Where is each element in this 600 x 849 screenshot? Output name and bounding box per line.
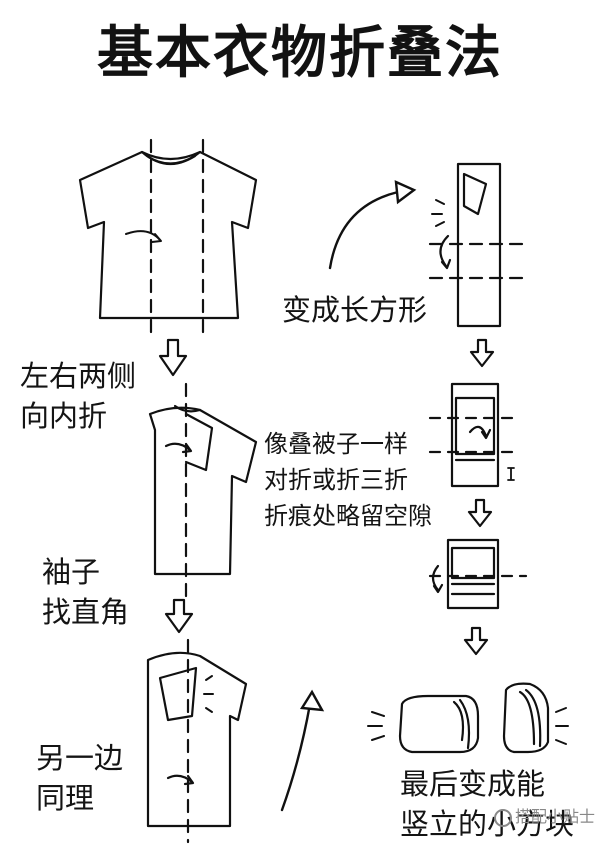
step-3-line-1: 另一边 bbox=[36, 741, 124, 775]
step-6-line-1: 最后变成能 bbox=[400, 767, 546, 801]
down-arrow-icon bbox=[164, 598, 194, 634]
folded-shirt-illustration bbox=[428, 382, 520, 488]
step-1-line-2: 向内折 bbox=[20, 399, 108, 433]
step-2-line-2: 找直角 bbox=[42, 595, 130, 629]
watermark: 搭配小贴士 bbox=[494, 806, 595, 828]
down-arrow-icon bbox=[463, 626, 489, 656]
rolled-garment-illustration bbox=[367, 682, 569, 754]
step-2-line-1: 袖子 bbox=[42, 555, 101, 589]
down-arrow-icon bbox=[467, 498, 493, 528]
step-2-label: 袖子 找直角 bbox=[42, 552, 129, 632]
watermark-text: 搭配小贴士 bbox=[515, 807, 596, 826]
step-6-label: 最后变成能 竖立的小方块 bbox=[400, 764, 574, 844]
down-arrow-icon bbox=[158, 338, 188, 377]
folded-shirt-illustration bbox=[428, 162, 528, 328]
step-5-line-3: 折痕处略留空隙 bbox=[264, 502, 432, 530]
curved-arrow-icon bbox=[328, 180, 417, 270]
folded-shirt-illustration bbox=[148, 382, 258, 598]
step-5-line-2: 对折或折三折 bbox=[264, 466, 408, 494]
down-arrow-icon bbox=[469, 338, 495, 368]
step-3-label: 另一边 同理 bbox=[36, 738, 123, 818]
folded-shirt-illustration bbox=[146, 638, 248, 844]
step-4-label: 变成长方形 bbox=[282, 293, 428, 327]
step-5-label: 像叠被子一样 对折或折三折 折痕处略留空隙 bbox=[264, 426, 432, 534]
step-5-line-1: 像叠被子一样 bbox=[264, 430, 408, 458]
step-3-line-2: 同理 bbox=[36, 781, 95, 815]
curved-arrow-icon bbox=[280, 689, 325, 812]
tshirt-illustration bbox=[78, 138, 258, 342]
wechat-logo-icon bbox=[494, 808, 512, 827]
folded-shirt-illustration bbox=[428, 538, 528, 610]
step-1-line-1: 左右两侧 bbox=[20, 359, 137, 393]
page-title: 基本衣物折叠法 bbox=[97, 21, 503, 86]
step-1-label: 左右两侧 向内折 bbox=[20, 356, 136, 436]
step-6-line-2: 竖立的小方块 bbox=[400, 807, 575, 841]
